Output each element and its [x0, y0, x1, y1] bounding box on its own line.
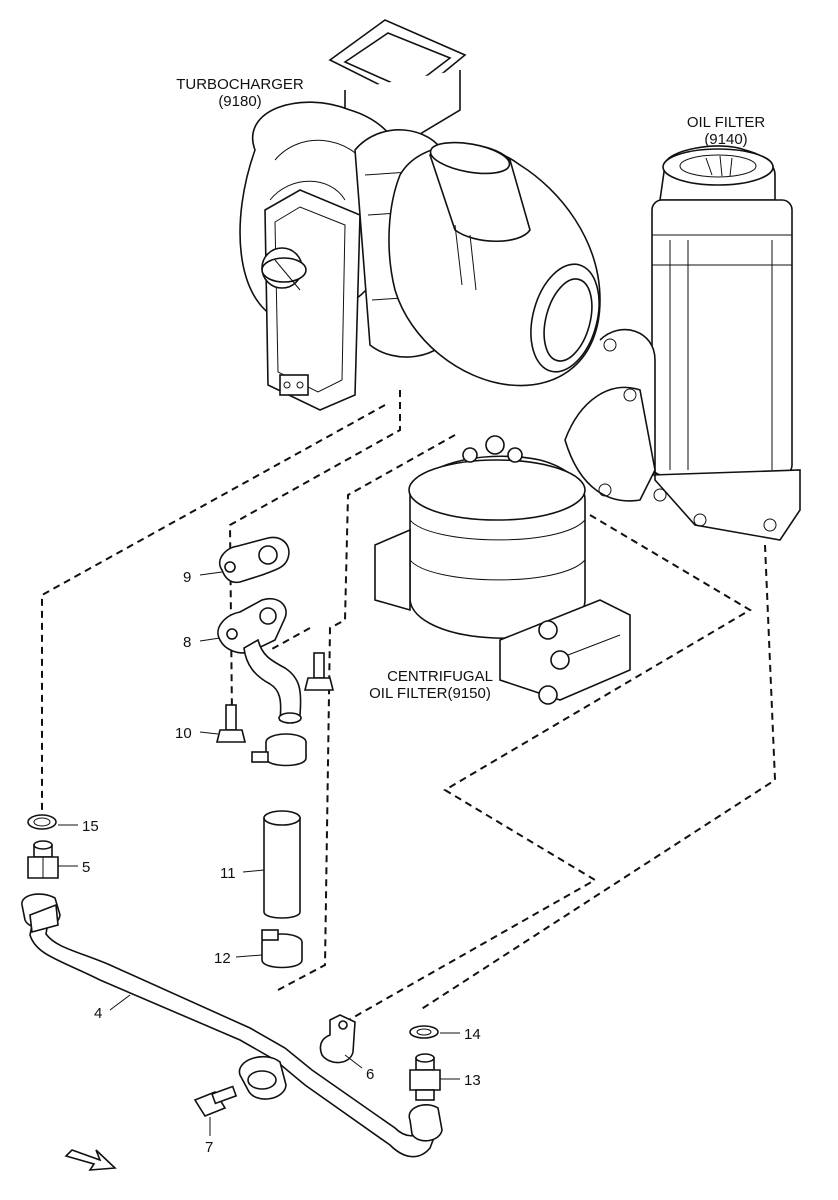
oil-filter-drawing	[564, 145, 801, 541]
callout-10: 10	[175, 725, 192, 742]
part-7-bolt	[193, 1085, 238, 1117]
turbocharger-label: TURBOCHARGER	[176, 76, 304, 93]
centrifugal-oil-filter-drawing	[374, 435, 631, 705]
part-10-bolt	[215, 704, 247, 743]
oil-filter-label: OIL FILTER	[687, 114, 766, 131]
leader-lines	[58, 571, 460, 1136]
part-14-washer	[409, 1025, 439, 1039]
callout-4: 4	[94, 1005, 102, 1022]
centrifugal-oil-filter-label-line1: CENTRIFUGAL	[387, 668, 493, 685]
part-4-oil-line	[21, 893, 443, 1158]
part-9-gasket	[218, 536, 290, 584]
callout-7: 7	[205, 1139, 213, 1156]
turbocharger-drawing	[239, 19, 601, 411]
part-10-bolt-second	[303, 652, 335, 691]
callout-8: 8	[183, 634, 191, 651]
part-5-adapter-fitting	[27, 840, 59, 879]
callout-12: 12	[214, 950, 231, 967]
turbocharger-code: (9180)	[218, 93, 261, 110]
callout-14: 14	[464, 1026, 481, 1043]
part-11-hose	[263, 810, 301, 919]
part-12-hose-clamp	[261, 929, 303, 969]
callout-9: 9	[183, 569, 191, 586]
part-6-clip	[319, 1014, 356, 1064]
hose-clamp-upper	[251, 733, 307, 767]
callout-13: 13	[464, 1072, 481, 1089]
callout-15: 15	[82, 818, 99, 835]
centrifugal-oil-filter-label-line2: OIL FILTER(9150)	[369, 685, 491, 702]
part-15-seal-ring	[27, 814, 57, 830]
oil-filter-code: (9140)	[704, 131, 747, 148]
callout-6: 6	[366, 1066, 374, 1083]
direction-arrow-icon	[64, 1149, 117, 1171]
part-8-elbow-flange	[217, 598, 302, 724]
part-13-fitting	[409, 1053, 441, 1101]
callout-5: 5	[82, 859, 90, 876]
callout-11: 11	[220, 865, 236, 882]
